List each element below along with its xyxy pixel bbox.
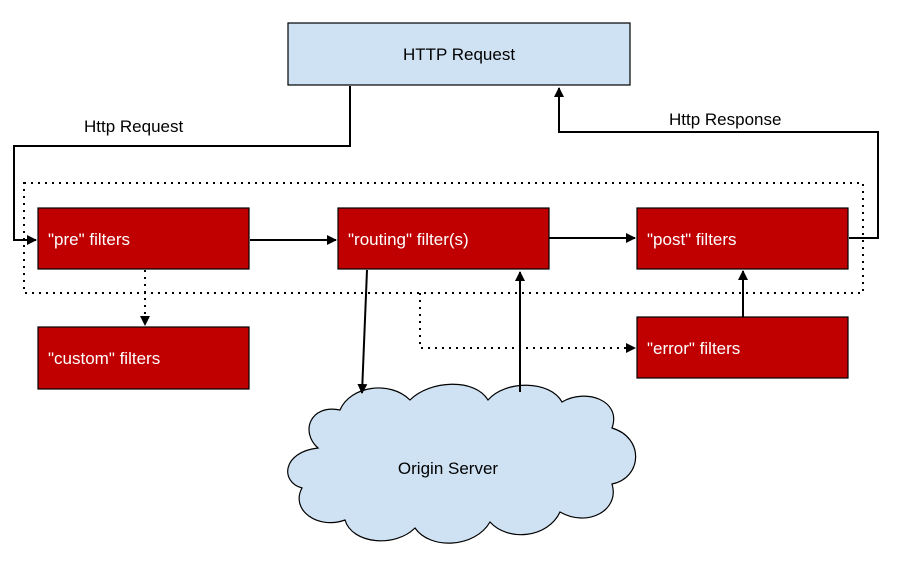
filter-pipeline-boundary	[23, 182, 864, 294]
origin-server-node: Origin Server	[287, 383, 637, 544]
post-filters-label: "post" filters	[647, 230, 737, 249]
http-request-node: HTTP Request	[287, 22, 631, 86]
routing-to-error-arrow	[419, 293, 636, 353]
pre-filters-node: "pre" filters	[37, 207, 250, 270]
post-filters-node: "post" filters	[636, 207, 849, 270]
http-request-edge-label: Http Request	[84, 117, 183, 136]
http-response-edge-label: Http Response	[669, 110, 781, 129]
request-to-pre-arrow	[13, 86, 351, 245]
post-to-request-arrow	[554, 87, 879, 239]
origin-server-label: Origin Server	[398, 459, 498, 478]
error-filters-label: "error" filters	[647, 339, 740, 358]
routing-filters-node: "routing" filter(s)	[337, 207, 550, 270]
pre-filters-label: "pre" filters	[48, 230, 130, 249]
custom-filters-node: "custom" filters	[37, 326, 250, 390]
cloud-shape	[287, 383, 637, 544]
routing-to-origin-arrow	[357, 269, 368, 394]
error-filters-node: "error" filters	[636, 316, 849, 379]
routing-filters-label: "routing" filter(s)	[348, 230, 469, 249]
custom-filters-label: "custom" filters	[48, 349, 160, 368]
http-request-label: HTTP Request	[403, 45, 515, 64]
